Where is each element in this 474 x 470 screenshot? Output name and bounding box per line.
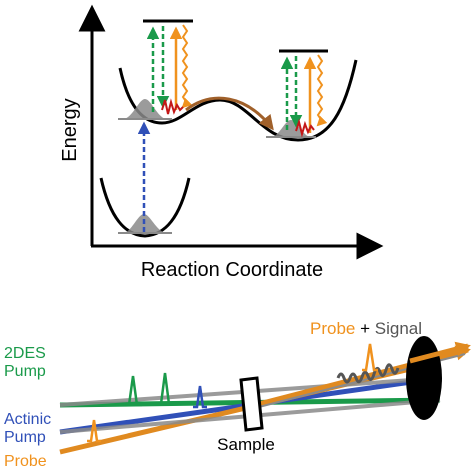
left-orange-wavy-emission (181, 24, 193, 109)
sample-label: Sample (217, 435, 275, 454)
pulse-2des-1 (124, 375, 142, 407)
ground-state-curve (99, 177, 191, 238)
label-actinic-line1: Actinic (4, 411, 51, 428)
output-label-signal: Signal (375, 319, 422, 338)
left-red-vibration (161, 98, 184, 115)
detector-disk (406, 336, 442, 420)
output-label: Probe + Signal (310, 319, 422, 338)
pulse-actinic (193, 385, 207, 409)
right-red-vibration (295, 118, 315, 138)
pulse-probe (87, 419, 101, 443)
sample-frame (239, 376, 264, 432)
y-axis-label: Energy (59, 98, 81, 161)
label-2des-line1: 2DES (4, 345, 46, 362)
label-probe: Probe (4, 453, 47, 470)
probe-output-pulse (362, 343, 378, 372)
output-label-plus: + (355, 319, 374, 338)
beam-diagram: Sample 2DES Pump Actinic Pump Probe Prob… (4, 319, 471, 470)
energy-diagram: Energy Reaction Coordinate (59, 4, 384, 281)
label-actinic-line2: Pump (4, 429, 46, 446)
x-axis-label: Reaction Coordinate (141, 259, 323, 281)
pulse-2des-2 (156, 372, 174, 406)
transfer-arrow (185, 96, 274, 131)
excited-wavepacket-left (124, 99, 166, 119)
output-beam-through-detector (409, 341, 471, 364)
label-2des-line2: Pump (4, 363, 46, 380)
excited-wavepacket-right (272, 120, 310, 137)
signal-oscillation (336, 363, 400, 384)
right-orange-wavy-emission (316, 54, 328, 127)
excited-state-curve (118, 59, 358, 142)
output-label-probe: Probe (310, 319, 355, 338)
